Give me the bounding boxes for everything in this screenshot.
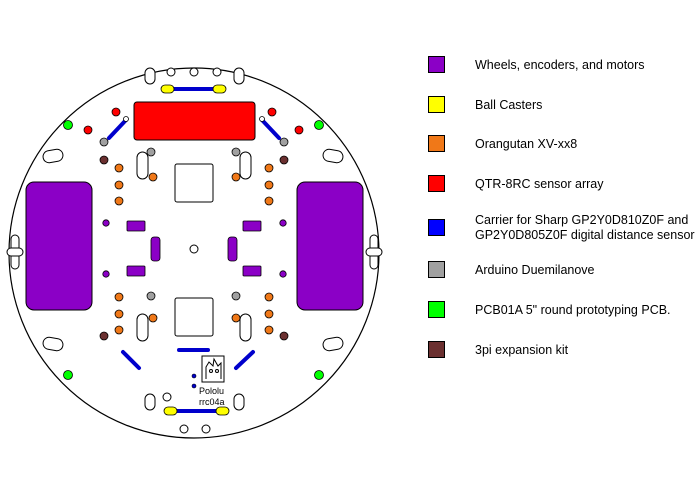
bottom-slots	[144, 392, 245, 434]
legend-label-pcb: PCB01A 5" round prototyping PCB.	[475, 303, 671, 317]
side-slots	[6, 234, 383, 270]
legend-label-expansion-kit: 3pi expansion kit	[475, 343, 569, 357]
top-slots	[144, 67, 245, 85]
wheel-right	[296, 181, 364, 311]
pcb-mount-holes	[63, 120, 324, 380]
expansion-kit-mount-holes	[99, 155, 289, 341]
legend-label-arduino: Arduino Duemilanove	[475, 263, 595, 277]
legend-swatch-ball-casters	[428, 96, 445, 113]
qtr-mount-holes	[83, 107, 304, 135]
blue-carrier-holes	[123, 116, 265, 122]
arduino-mount-holes	[99, 137, 289, 301]
board-part-number-label: rrc04a	[199, 397, 225, 407]
legend-swatch-wheels	[428, 56, 445, 73]
chassis-diagram: Pololu rrc04a	[6, 67, 383, 439]
ball-caster-rear	[163, 406, 230, 416]
pololu-logo-icon	[201, 355, 225, 383]
legend-label-qtr-sensor: QTR-8RC sensor array	[475, 177, 604, 191]
legend-swatch-pcb	[428, 301, 445, 318]
oval-slots	[42, 148, 344, 352]
center-cutouts	[174, 163, 214, 337]
legend-swatch-expansion-kit	[428, 341, 445, 358]
legend-label-wheels: Wheels, encoders, and motors	[475, 58, 645, 72]
legend-label-distance-sensor: Carrier for Sharp GP2Y0D810Z0F and	[475, 213, 689, 227]
qtr-sensor-array	[133, 101, 256, 141]
ball-caster-front	[160, 84, 227, 94]
board-brand-label: Pololu	[199, 386, 224, 396]
wheel-left	[25, 181, 93, 311]
legend-swatch-orangutan	[428, 135, 445, 152]
orangutan-mount-holes	[114, 163, 274, 335]
legend-swatch-arduino	[428, 261, 445, 278]
logo-area-holes	[191, 373, 197, 389]
legend-swatch-qtr-sensor	[428, 175, 445, 192]
motor-brackets	[102, 219, 287, 278]
legend-label-ball-casters: Ball Casters	[475, 98, 543, 112]
legend-label-orangutan: Orangutan XV-xx8	[475, 137, 578, 151]
distance-sensor-carriers	[107, 118, 281, 370]
legend-swatch-distance-sensor	[428, 219, 445, 236]
legend-label-distance-sensor-line2: GP2Y0D805Z0F digital distance sensor	[475, 228, 695, 242]
